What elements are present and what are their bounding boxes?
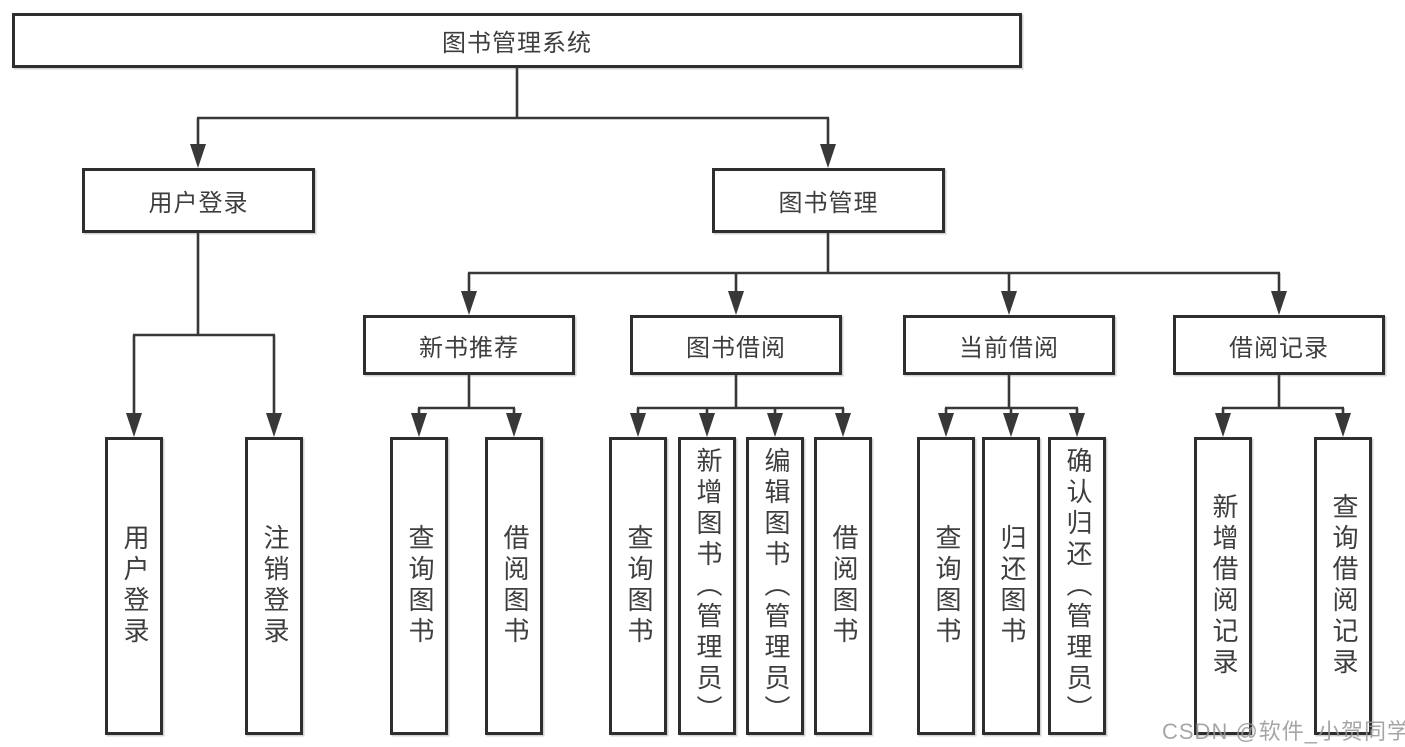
node-borrowing-records-label: 借阅记录 bbox=[1229, 334, 1329, 362]
leaf-borrow-edit-books-admin-label: 编辑图书（管理员） bbox=[760, 446, 791, 726]
connector-current-to-leaves bbox=[944, 375, 1079, 417]
arrow-to-leaf-d1 bbox=[938, 413, 954, 437]
arrow-to-user-login bbox=[190, 144, 206, 168]
node-new-book-recommend: 新书推荐 bbox=[363, 315, 575, 375]
connector-records-to-leaves bbox=[1221, 375, 1345, 417]
leaf-current-return-books-label: 归还图书 bbox=[996, 524, 1027, 648]
leaf-records-query-record-label: 查询借阅记录 bbox=[1328, 493, 1359, 679]
leaf-borrow-query-books-label: 查询图书 bbox=[623, 524, 654, 648]
arrow-to-leaf-b2 bbox=[506, 413, 522, 437]
connector-newbooks-to-leaves bbox=[417, 375, 516, 417]
arrow-to-leaf-c1 bbox=[630, 413, 646, 437]
arrow-to-leaf-d2 bbox=[1003, 413, 1019, 437]
leaf-current-query-books: 查询图书 bbox=[917, 437, 975, 735]
leaf-login-logout-label: 注销登录 bbox=[259, 524, 290, 648]
leaf-records-add-record-label: 新增借阅记录 bbox=[1208, 493, 1239, 679]
leaf-borrow-edit-books-admin: 编辑图书（管理员） bbox=[746, 437, 804, 735]
node-new-book-recommend-label: 新书推荐 bbox=[419, 334, 519, 362]
leaf-borrow-borrow-books: 借阅图书 bbox=[814, 437, 872, 735]
node-current-borrowing: 当前借阅 bbox=[903, 315, 1115, 375]
node-user-login-label: 用户登录 bbox=[148, 190, 249, 217]
leaf-borrow-add-books-admin: 新增图书（管理员） bbox=[678, 437, 736, 735]
arrow-to-leaf-d3 bbox=[1069, 413, 1085, 437]
leaf-login-user-login: 用户登录 bbox=[105, 437, 163, 735]
arrow-to-new-books bbox=[461, 291, 477, 315]
arrow-to-book-borrow bbox=[728, 291, 744, 315]
arrow-to-leaf-e2 bbox=[1335, 413, 1351, 437]
leaf-current-confirm-return-admin: 确认归还（管理员） bbox=[1048, 437, 1106, 735]
node-user-login: 用户登录 bbox=[82, 168, 315, 233]
connector-root-to-level2 bbox=[196, 68, 830, 148]
csdn-watermark: CSDN @软件_小贺同学 bbox=[1162, 719, 1405, 744]
connector-login-to-leaves bbox=[132, 233, 276, 417]
arrow-to-leaf-a1 bbox=[126, 413, 142, 437]
arrow-to-borrow-records bbox=[1271, 291, 1287, 315]
leaf-current-return-books: 归还图书 bbox=[982, 437, 1040, 735]
arrow-to-leaf-c3 bbox=[767, 413, 783, 437]
node-root: 图书管理系统 bbox=[12, 13, 1022, 68]
leaf-borrow-borrow-books-label: 借阅图书 bbox=[828, 524, 859, 648]
leaf-current-query-books-label: 查询图书 bbox=[931, 524, 962, 648]
leaf-current-confirm-return-admin-label: 确认归还（管理员） bbox=[1062, 446, 1093, 726]
connector-mgmt-to-level3 bbox=[467, 233, 1281, 295]
arrow-to-leaf-b1 bbox=[411, 413, 427, 437]
leaf-login-logout: 注销登录 bbox=[245, 437, 303, 735]
node-book-management-label: 图书管理 bbox=[778, 190, 879, 217]
node-book-borrowing: 图书借阅 bbox=[630, 315, 842, 375]
arrow-to-book-mgmt bbox=[820, 144, 836, 168]
node-root-label: 图书管理系统 bbox=[442, 30, 592, 57]
arrow-to-current-borrow bbox=[1001, 291, 1017, 315]
leaf-records-add-record: 新增借阅记录 bbox=[1194, 437, 1252, 735]
node-current-borrowing-label: 当前借阅 bbox=[959, 334, 1059, 362]
leaf-records-query-record: 查询借阅记录 bbox=[1314, 437, 1372, 735]
leaf-newbook-borrow-books: 借阅图书 bbox=[485, 437, 543, 735]
arrow-to-leaf-e1 bbox=[1215, 413, 1231, 437]
arrow-to-leaf-c4 bbox=[835, 413, 851, 437]
node-book-management: 图书管理 bbox=[712, 168, 945, 233]
leaf-login-user-login-label: 用户登录 bbox=[119, 524, 150, 648]
node-borrowing-records: 借阅记录 bbox=[1173, 315, 1385, 375]
leaf-newbook-query-books-label: 查询图书 bbox=[404, 524, 435, 648]
connector-borrow-to-leaves bbox=[636, 375, 845, 417]
leaf-newbook-borrow-books-label: 借阅图书 bbox=[499, 524, 530, 648]
arrow-to-leaf-a2 bbox=[266, 413, 282, 437]
leaf-newbook-query-books: 查询图书 bbox=[390, 437, 448, 735]
node-book-borrowing-label: 图书借阅 bbox=[686, 334, 786, 362]
arrow-to-leaf-c2 bbox=[699, 413, 715, 437]
leaf-borrow-add-books-admin-label: 新增图书（管理员） bbox=[692, 446, 723, 726]
leaf-borrow-query-books: 查询图书 bbox=[609, 437, 667, 735]
